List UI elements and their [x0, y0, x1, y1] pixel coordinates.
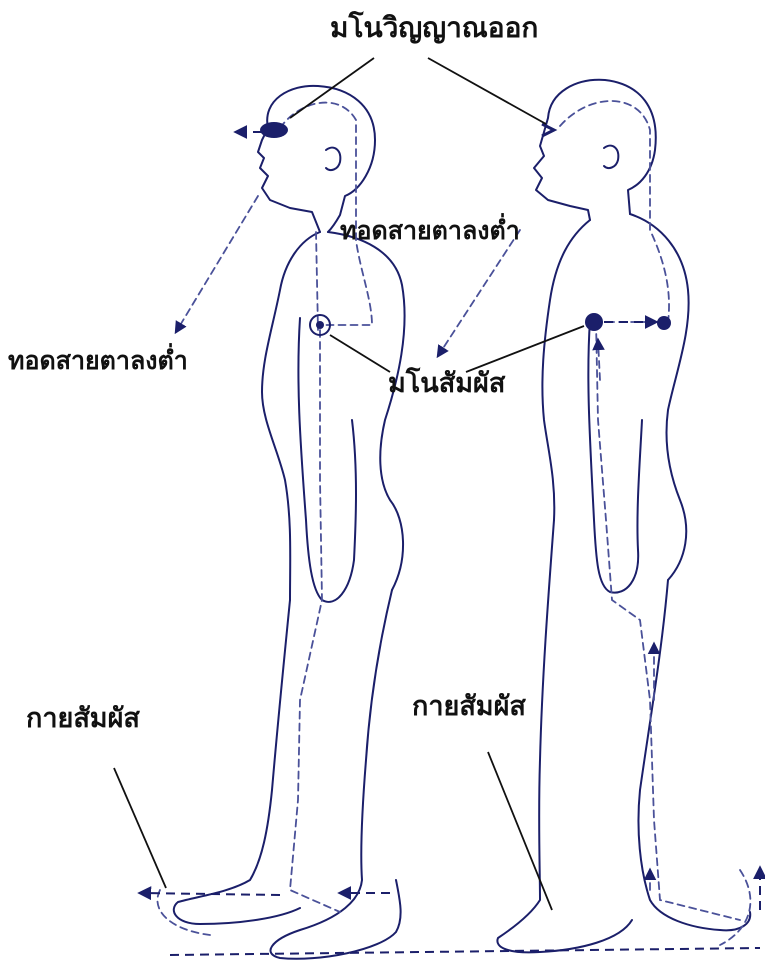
label-mind-contact: มโนสัมผัส: [388, 370, 505, 397]
right-figure-torso: [542, 214, 688, 580]
left-mind-contact-dot: [316, 321, 324, 329]
right-mind-contact-node: [585, 313, 603, 331]
leader-lines: [114, 58, 584, 910]
leader-mind-contact-right: [466, 326, 584, 372]
right-figure-legs: [497, 520, 750, 952]
leader-body-contact-right: [488, 752, 552, 910]
left-figure-ear: [326, 148, 340, 170]
left-figure-torso: [262, 232, 405, 600]
left-figure-legs: [174, 590, 401, 959]
right-shoulder-node: [657, 316, 671, 330]
left-gaze-arrow: [176, 196, 258, 332]
leader-mind-out-left: [290, 58, 374, 118]
right-upward-arrow: [598, 340, 600, 380]
label-body-contact-right: กายสัมผัส: [412, 693, 526, 720]
left-figure-arm: [298, 318, 356, 602]
right-foot-contact-arc: [720, 870, 750, 945]
left-forehead-mark: [260, 122, 288, 138]
leader-body-contact-left: [114, 768, 166, 888]
label-gaze-down-left: ทอดสายตาลงต่ำ: [8, 348, 188, 373]
right-figure: [170, 80, 760, 955]
right-figure-head: [534, 80, 656, 220]
label-mind-consciousness-out: มโนวิญญาณออก: [330, 14, 538, 42]
leader-mind-contact-left: [330, 335, 390, 372]
right-gaze-arrow: [438, 230, 520, 356]
ground-line: [170, 948, 760, 955]
label-gaze-down-right: ทอดสายตาลงต่ำ: [340, 218, 520, 243]
leader-mind-out-right: [428, 58, 546, 124]
left-figure-head: [258, 86, 375, 232]
label-body-contact-left: กายสัมผัส: [26, 705, 140, 732]
right-figure-ear: [604, 146, 618, 168]
